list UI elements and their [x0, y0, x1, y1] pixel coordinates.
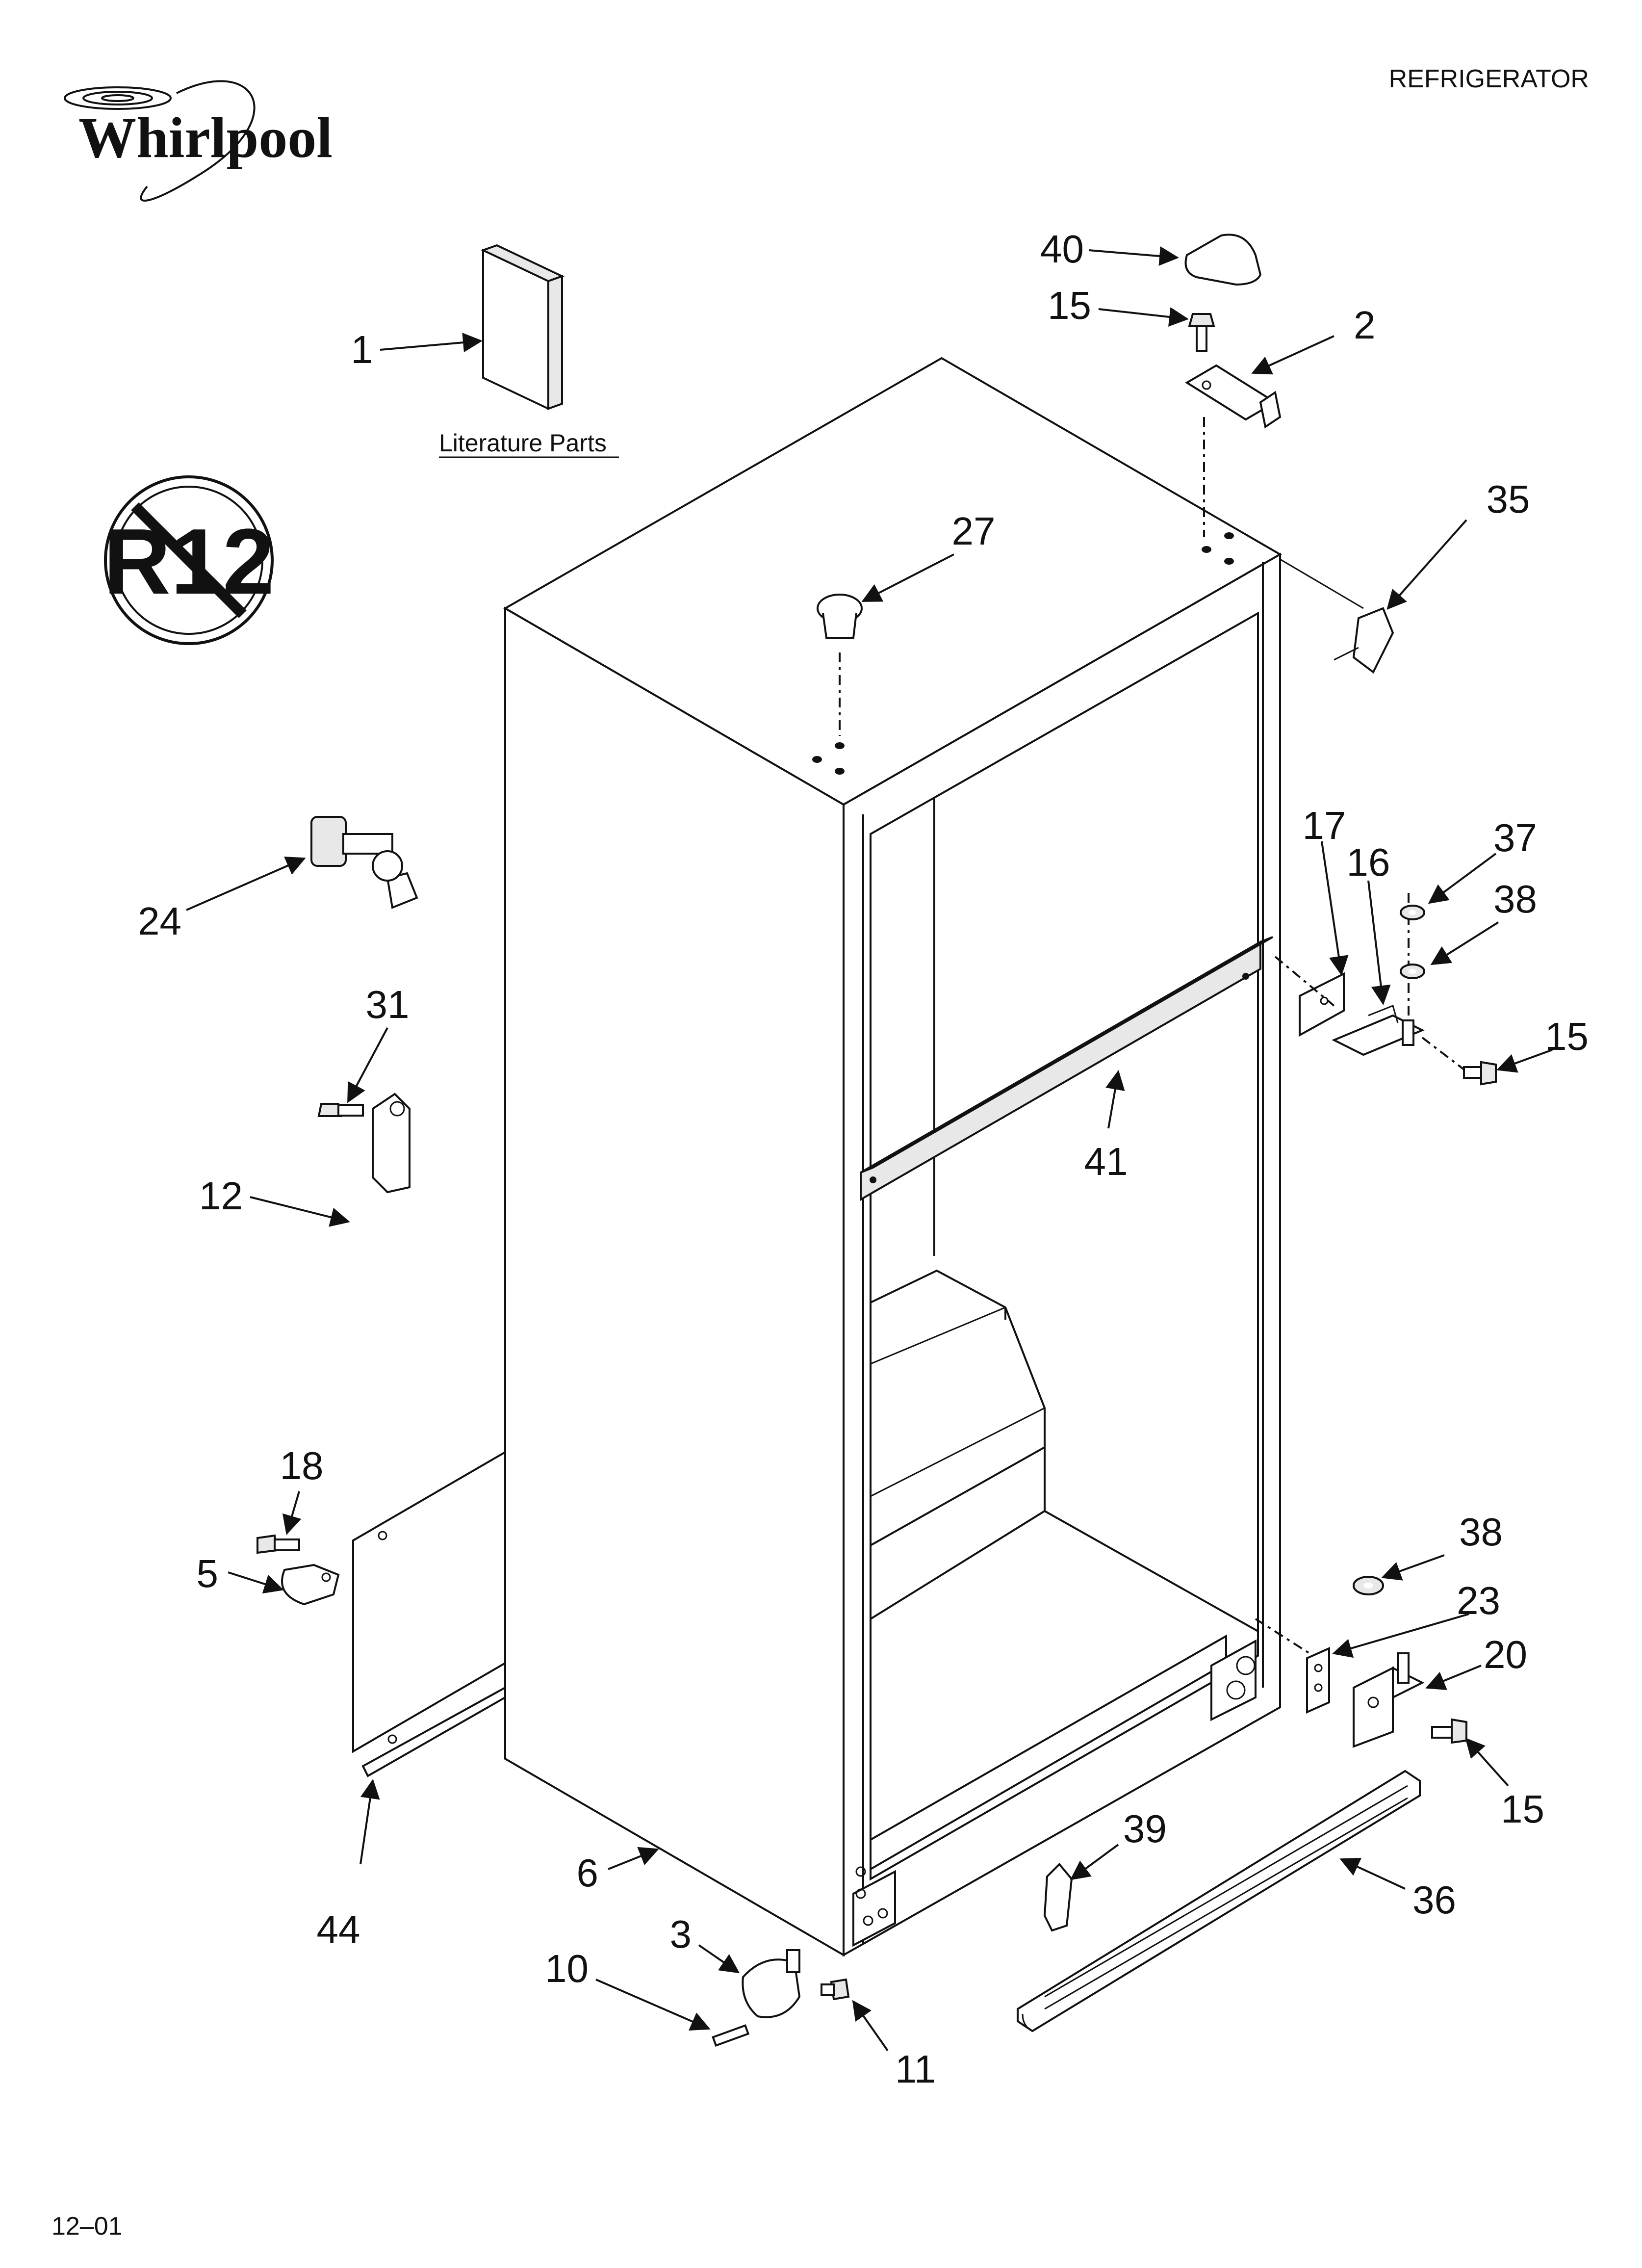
part-5-bracket — [281, 1564, 340, 1606]
cabinet-lower-hinge-bracket — [1210, 1639, 1257, 1721]
callout-23: 23 — [1457, 1579, 1500, 1622]
part-15-screw-middle — [1463, 1061, 1497, 1086]
part-16-center-hinge — [1332, 1004, 1425, 1056]
part-24-stop — [310, 816, 418, 909]
part-35-cover — [1334, 607, 1394, 674]
callout-36: 36 — [1412, 1878, 1456, 1922]
callout-3: 3 — [670, 1912, 692, 1956]
part-36-grille — [1017, 1770, 1421, 2033]
callout-11: 11 — [895, 2047, 936, 2091]
callout-12: 12 — [199, 1174, 243, 1218]
callout-39: 39 — [1123, 1807, 1167, 1851]
callout-18: 18 — [280, 1444, 324, 1487]
callout-15-bottom: 15 — [1501, 1787, 1544, 1831]
part-12-clip — [372, 1093, 410, 1194]
callout-38-lower: 38 — [1459, 1510, 1503, 1554]
no-r12-badge: R12 — [103, 475, 274, 645]
part-41-rail — [860, 936, 1273, 1201]
footer-code: 12–01 — [51, 2212, 123, 2241]
callout-20: 20 — [1484, 1633, 1527, 1676]
callout-1: 1 — [351, 328, 373, 371]
part-2-top-hinge — [1185, 364, 1282, 429]
whirlpool-logo: Whirlpool — [64, 80, 333, 202]
callout-10: 10 — [545, 1947, 589, 1990]
callout-40: 40 — [1040, 227, 1084, 271]
callout-6: 6 — [577, 1851, 599, 1895]
part-literature-booklet — [480, 244, 565, 411]
part-38-washer-lower — [1353, 1576, 1384, 1595]
callout-5: 5 — [197, 1552, 219, 1595]
part-27-plug — [817, 594, 863, 639]
callout-41: 41 — [1084, 1140, 1128, 1183]
callout-15-top: 15 — [1048, 284, 1091, 327]
part-23-shim — [1306, 1646, 1330, 1714]
part-18-screw — [257, 1534, 300, 1554]
part-20-bottom-hinge — [1353, 1652, 1425, 1748]
callout-31: 31 — [366, 983, 410, 1026]
callout-44: 44 — [317, 1907, 360, 1951]
part-38-washer-upper — [1400, 964, 1425, 979]
callout-38-upper: 38 — [1493, 877, 1537, 921]
callout-15-middle: 15 — [1545, 1015, 1589, 1058]
part-44-panel — [352, 1450, 506, 1777]
part-40-cap — [1184, 234, 1262, 286]
callout-17: 17 — [1303, 804, 1346, 847]
part-15-screw-bottom — [1431, 1718, 1467, 1744]
callout-16: 16 — [1347, 840, 1390, 884]
callout-35: 35 — [1487, 477, 1530, 521]
part-11-screw — [821, 1978, 850, 2001]
cabinet-body — [503, 357, 1283, 1957]
callout-2: 2 — [1354, 303, 1376, 347]
callout-24: 24 — [138, 899, 181, 943]
header-title: REFRIGERATOR — [1389, 65, 1589, 93]
part-39-clip — [1043, 1863, 1073, 1932]
callout-27: 27 — [952, 509, 996, 553]
part-31-screw — [317, 1103, 364, 1117]
part-10-pin — [712, 2024, 750, 2047]
leader-lines — [186, 246, 1553, 2052]
part-17-hinge-shim — [1299, 972, 1345, 1037]
part-37-washer — [1400, 905, 1425, 920]
part-15-screw-top — [1188, 313, 1215, 352]
literature-caption: Literature Parts — [439, 429, 607, 457]
part-3-leveler — [742, 1949, 801, 2018]
callout-37: 37 — [1493, 816, 1537, 860]
brand-wordmark: Whirlpool — [78, 105, 333, 170]
